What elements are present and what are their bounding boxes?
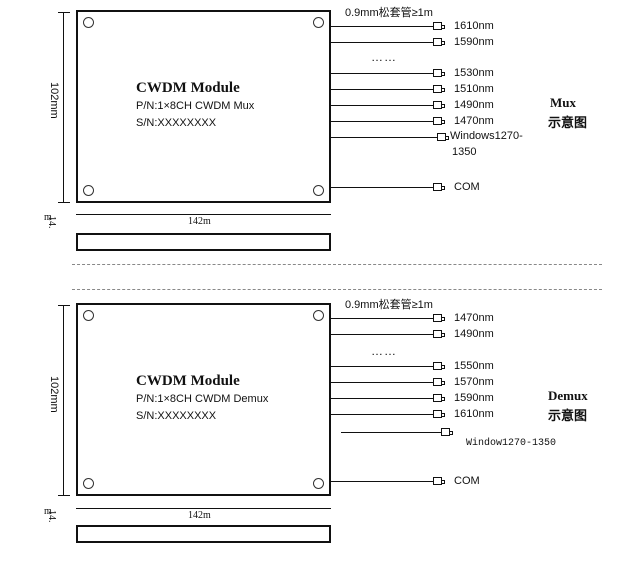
connector-icon [433,22,445,30]
fiber-line [331,73,433,74]
demux-width-dimension-line [76,508,331,509]
connector-icon [433,85,445,93]
mux-window-label-line1: Windows1270- [450,130,523,142]
connector-icon [433,314,445,322]
mux-port-label: 1470nm [454,115,494,127]
fiber-line [331,137,437,138]
mounting-hole-icon [313,185,324,196]
mux-height-tick-top [58,12,70,13]
demux-module-box: CWDM Module P/N:1×8CH CWDM Demux S/N:XXX… [76,303,331,496]
demux-side-view-plate [76,525,331,543]
mux-port-label: 1590nm [454,36,494,48]
mux-com-label: COM [454,181,480,193]
fiber-line [331,382,433,383]
mux-height-label: 102mm [48,82,60,119]
demux-height-dimension-line [63,305,64,495]
mux-caption: Mux [550,95,576,110]
connector-icon [441,428,453,436]
connector-icon [433,117,445,125]
demux-window-label: Window1270-1350 [466,438,557,449]
mux-port-label: 1610nm [454,20,494,32]
mounting-hole-icon [313,17,324,28]
fiber-line [331,105,433,106]
mux-ellipsis: …… [371,50,397,64]
mux-module-box: CWDM Module P/N:1×8CH CWDM Mux S/N:XXXXX… [76,10,331,203]
mux-module-title: CWDM Module [136,80,240,96]
demux-port-label: 1570nm [454,376,494,388]
fiber-line [331,398,433,399]
mux-width-label: 142m [188,216,211,227]
fiber-line [331,414,433,415]
mounting-hole-icon [313,310,324,321]
mux-caption-diagram: 示意图 [548,115,588,130]
fiber-line [331,26,433,27]
connector-icon [433,378,445,386]
demux-port-label: 1470nm [454,312,494,324]
connector-icon [433,477,445,485]
connector-icon [437,133,449,141]
mux-side-view-plate [76,233,331,251]
demux-port-label: 1550nm [454,360,494,372]
mux-port-label: 1490nm [454,99,494,111]
demux-width-label: 142m [188,510,211,521]
connector-icon [433,69,445,77]
mux-window-label-line2: 1350 [452,146,477,158]
demux-ellipsis: …… [371,344,397,358]
mux-height-dimension-line [63,12,64,202]
fiber-line [341,432,441,433]
mux-tube-label: 0.9mm松套管≥1m [345,7,433,19]
demux-part-number: P/N:1×8CH CWDM Demux [136,393,269,405]
fiber-line [331,366,433,367]
connector-icon [433,410,445,418]
demux-height-label: 102mm [48,376,60,413]
demux-height-tick-bottom [58,495,70,496]
fiber-line [331,334,433,335]
mounting-hole-icon [83,478,94,489]
fiber-line [331,89,433,90]
fiber-line [331,121,433,122]
mux-width-dimension-line [76,214,331,215]
fiber-line [331,42,433,43]
connector-icon [433,183,445,191]
fiber-line [331,481,433,482]
mounting-hole-icon [83,17,94,28]
mux-height-tick-bottom [58,202,70,203]
connector-icon [433,362,445,370]
connector-icon [433,38,445,46]
mounting-hole-icon [83,185,94,196]
mux-port-label: 1530nm [454,67,494,79]
mounting-hole-icon [313,478,324,489]
demux-height-tick-top [58,305,70,306]
fiber-line [331,318,433,319]
demux-serial-number: S/N:XXXXXXXX [136,410,217,422]
demux-tube-label: 0.9mm松套管≥1m [345,299,433,311]
mounting-hole-icon [83,310,94,321]
demux-module-title: CWDM Module [136,373,240,389]
demux-port-label: 1490nm [454,328,494,340]
section-separator [72,289,602,290]
mux-port-label: 1510nm [454,83,494,95]
connector-icon [433,330,445,338]
connector-icon [433,394,445,402]
demux-port-label: 1590nm [454,392,494,404]
demux-port-label: 1610nm [454,408,494,420]
demux-m-label: m [44,506,52,517]
mux-m-label: m [44,212,52,223]
demux-caption-diagram: 示意图 [548,408,588,423]
demux-caption: Demux [548,388,588,403]
mux-part-number: P/N:1×8CH CWDM Mux [136,100,255,112]
connector-icon [433,101,445,109]
fiber-line [331,187,433,188]
section-separator [72,264,602,265]
mux-serial-number: S/N:XXXXXXXX [136,117,217,129]
demux-com-label: COM [454,475,480,487]
